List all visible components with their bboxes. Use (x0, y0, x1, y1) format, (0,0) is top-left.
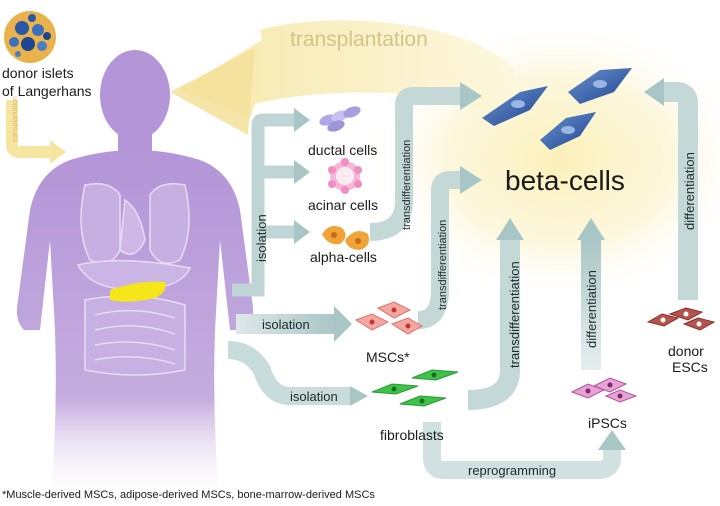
beta-cells-icon (482, 68, 632, 150)
islets-icon (4, 11, 56, 63)
transdiff-pancreatic-label: transdifferentiation (401, 140, 413, 230)
diff-escs-label: differentiation (682, 152, 697, 230)
acinar-cells-label: acinar cells (308, 197, 378, 213)
transplantation-label: transplantation (290, 28, 428, 51)
alpha-cells-icon (322, 226, 369, 250)
isolation-mscs-arrow (236, 306, 352, 342)
donor-islets-label: donor islets of Langerhans (2, 65, 92, 99)
fibroblasts-label: fibroblasts (380, 427, 444, 443)
footnote: *Muscle-derived MSCs, adipose-derived MS… (2, 489, 375, 501)
transdiff-mscs-arrow (417, 166, 482, 329)
small-transplantation-arrow (6, 100, 66, 164)
reprogramming-label: reprogramming (468, 463, 556, 478)
transdiff-fibroblasts-arrow (467, 218, 524, 410)
small-transplantation-label: transplantation (12, 96, 19, 142)
beta-cells-title: beta-cells (505, 165, 625, 196)
diff-ipscs-label: differentiation (584, 270, 599, 348)
pancreas (110, 281, 166, 302)
reprogramming-arrow (423, 422, 626, 479)
mscs-icon (354, 301, 424, 335)
ipscs-label: iPSCs (588, 415, 627, 431)
alpha-cells-label: alpha-cells (310, 249, 377, 265)
fibroblasts-icon (371, 369, 459, 407)
transdiff-pancreatic-arrow (369, 82, 482, 241)
isolation-vertical-arrow (232, 108, 310, 297)
isolation-mscs-label: isolation (262, 317, 310, 332)
transdiff-fibroblasts-label: transdifferentiation (507, 261, 522, 368)
ductal-cells-icon (319, 106, 361, 132)
ipscs-icon (570, 377, 638, 403)
donor-escs-icon (646, 307, 716, 331)
transdiff-mscs-label: transdifferentiation (437, 220, 449, 310)
isolation-fibroblasts-label: isolation (290, 389, 338, 404)
mscs-label: MSCs* (366, 349, 410, 365)
organs (76, 183, 192, 376)
acinar-cells-icon (328, 158, 362, 194)
isolation-fibroblasts-arrow (227, 341, 368, 406)
donor-escs-label: donor ESCs (668, 343, 708, 375)
ductal-cells-label: ductal cells (308, 142, 377, 158)
diff-ipscs-arrow (577, 218, 605, 370)
diff-escs-arrow (644, 78, 698, 300)
isolation-vertical-label: isolation (254, 214, 269, 262)
